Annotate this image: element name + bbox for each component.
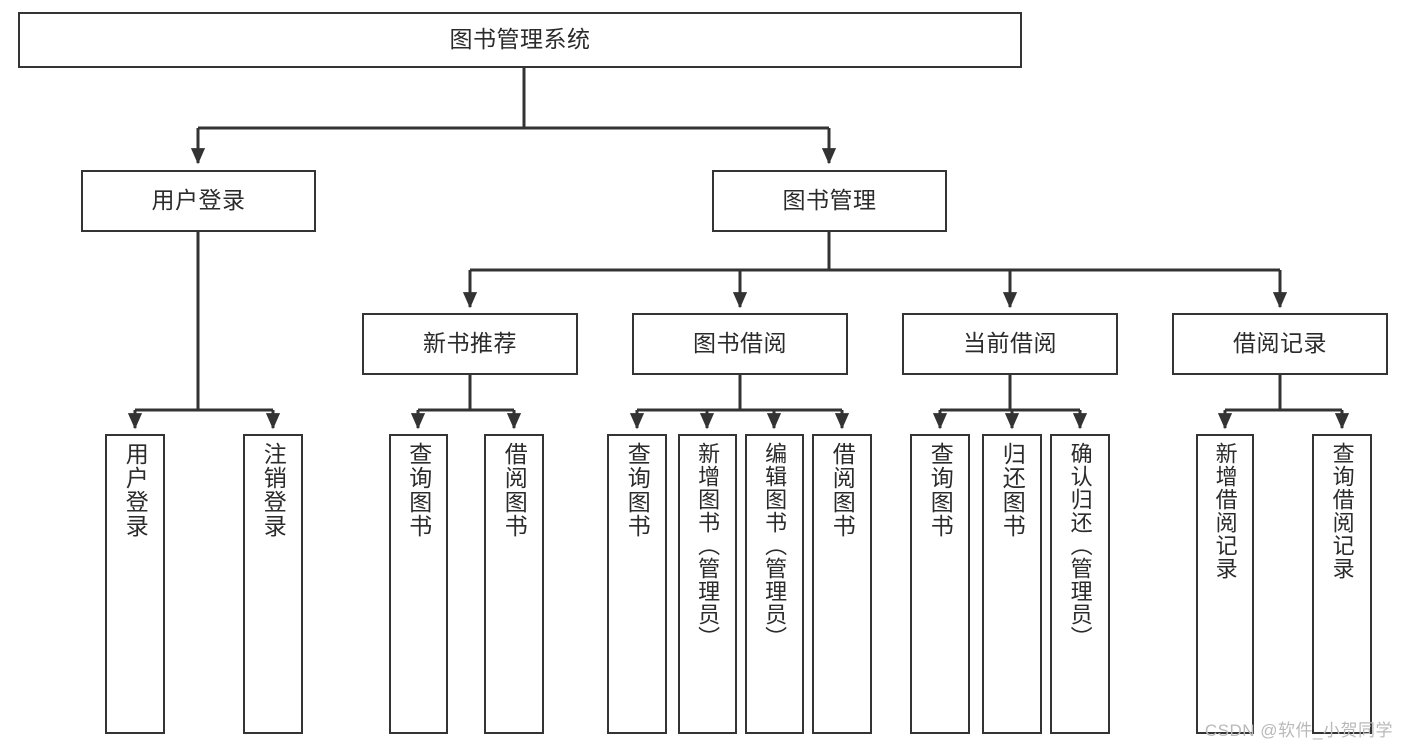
node-cb-confirm-return[interactable]: 确认归还（管理员）	[1050, 434, 1110, 734]
node-br-query-record-label: 查询借阅记录	[1329, 442, 1355, 580]
node-user-login-label: 用户登录	[151, 187, 246, 214]
node-book-borrow[interactable]: 图书借阅	[632, 313, 848, 375]
node-nb-borrow-book[interactable]: 借阅图书	[484, 434, 544, 734]
node-bb-add-book[interactable]: 新增图书（管理员）	[678, 434, 737, 734]
node-br-add-record[interactable]: 新增借阅记录	[1196, 434, 1254, 734]
node-user-login[interactable]: 用户登录	[81, 170, 316, 232]
node-bb-borrow-book[interactable]: 借阅图书	[812, 434, 872, 734]
node-nb-borrow-book-label: 借阅图书	[501, 442, 528, 538]
node-book-manage[interactable]: 图书管理	[712, 170, 947, 232]
node-cb-query-book-label: 查询图书	[927, 442, 954, 538]
node-cb-query-book[interactable]: 查询图书	[910, 434, 970, 734]
node-book-borrow-label: 图书借阅	[693, 330, 787, 357]
node-logout[interactable]: 注销登录	[243, 434, 303, 734]
node-bb-query-book-label: 查询图书	[624, 442, 651, 538]
node-bb-borrow-book-label: 借阅图书	[829, 442, 856, 538]
node-logout-label: 注销登录	[260, 442, 287, 538]
node-root-label: 图书管理系统	[449, 26, 591, 53]
node-bb-edit-book-label: 编辑图书（管理员）	[762, 442, 788, 649]
node-login-label: 用户登录	[122, 442, 149, 538]
node-borrow-records[interactable]: 借阅记录	[1172, 313, 1388, 375]
node-root[interactable]: 图书管理系统	[18, 12, 1022, 68]
node-bb-edit-book[interactable]: 编辑图书（管理员）	[745, 434, 804, 734]
node-nb-query-book-label: 查询图书	[405, 442, 432, 538]
node-nb-query-book[interactable]: 查询图书	[389, 434, 448, 734]
node-login[interactable]: 用户登录	[105, 434, 165, 734]
node-current-borrow-label: 当前借阅	[963, 330, 1057, 357]
node-new-book-recommend-label: 新书推荐	[423, 330, 517, 357]
node-cb-return-book[interactable]: 归还图书	[982, 434, 1042, 734]
node-br-query-record[interactable]: 查询借阅记录	[1312, 434, 1372, 734]
node-book-manage-label: 图书管理	[782, 187, 877, 214]
node-cb-confirm-return-label: 确认归还（管理员）	[1067, 442, 1093, 649]
node-current-borrow[interactable]: 当前借阅	[902, 313, 1118, 375]
node-new-book-recommend[interactable]: 新书推荐	[362, 313, 578, 375]
node-bb-add-book-label: 新增图书（管理员）	[695, 442, 721, 649]
node-cb-return-book-label: 归还图书	[999, 442, 1026, 538]
watermark: CSDN @软件_小贺同学	[1204, 721, 1393, 740]
node-borrow-records-label: 借阅记录	[1233, 330, 1327, 357]
node-bb-query-book[interactable]: 查询图书	[607, 434, 667, 734]
node-br-add-record-label: 新增借阅记录	[1212, 442, 1238, 580]
